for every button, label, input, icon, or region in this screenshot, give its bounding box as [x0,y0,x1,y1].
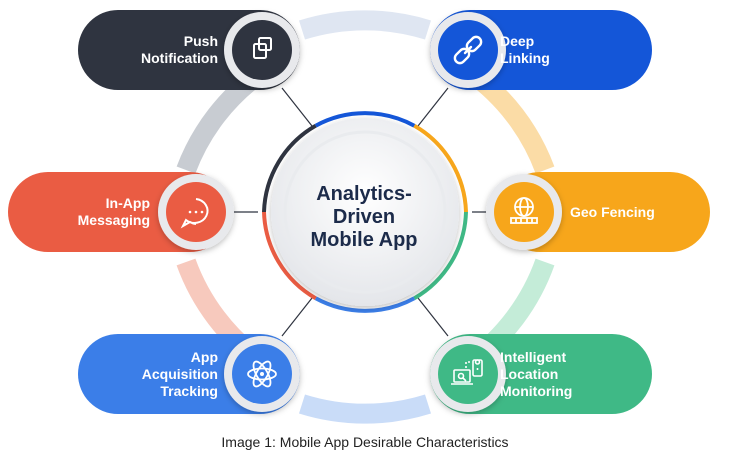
push-notification-icon [253,37,272,59]
inapp-label-line-2: Messaging [77,212,150,228]
diagram-graphic [8,10,710,424]
center-inner-ring [283,130,447,294]
push-label-line-2: Notification [141,50,218,66]
connector-loc [417,297,449,337]
center-title-line-2: Driven [332,205,396,228]
geo-label-line-1: Geo Fencing [570,203,655,220]
connector-push [281,87,313,127]
atom-icon [247,360,277,388]
deep-label-line-2: Linking [500,50,550,66]
push-label-line-1: Push [183,33,218,49]
inapp-label-line-1: In-App [105,195,150,211]
loc-label-line-3: Monitoring [500,382,573,399]
deep-label-line-1: Deep [500,33,535,49]
center-title-line-3: Mobile App [310,228,418,251]
acq-label-line-2: Acquisition [141,365,218,382]
inner-arc-blue-bottom [314,296,416,313]
in-app-messaging-label: In-App Messaging [30,182,150,242]
geo-fence-icon [510,197,538,224]
node-geo-fencing [486,172,710,252]
center-title: Analytics- Driven Mobile App [289,172,439,262]
loc-label-line-1: Intelligent [500,348,567,365]
ring-segment-top [299,10,431,40]
push-notification-label: Push Notification [100,20,218,80]
intelligent-location-monitoring-label: Intelligent Location Monitoring [500,339,640,409]
node-deep-linking [430,10,652,90]
center-circle [271,118,459,306]
deep-linking-label: Deep Linking [500,20,630,80]
inner-arc-orange [413,123,468,213]
inner-ring [262,111,468,313]
ring-segment-bottom [299,394,431,424]
link-icon [453,35,483,65]
acq-label-line-1: App [190,348,218,365]
inner-arc-green [413,211,468,301]
inner-arc-dark [262,123,317,213]
center-title-line-1: Analytics- [316,182,412,205]
inner-arc-red [262,211,317,301]
connector-acq [281,297,313,337]
geo-fencing-label: Geo Fencing [570,182,695,242]
acq-label-line-3: Tracking [160,382,218,399]
node-app-acquisition-tracking [78,334,300,414]
node-push-notification [78,10,300,90]
location-devices-icon [451,359,483,385]
node-in-app-messaging [8,172,234,252]
figure-caption: Image 1: Mobile App Desirable Characteri… [221,434,509,450]
loc-label-line-2: Location [500,365,559,382]
node-intelligent-location-monitoring [430,334,652,414]
badge-geo [494,182,554,242]
inner-arc-blue-top [314,111,416,128]
connector-deep [417,87,449,127]
app-acquisition-tracking-label: App Acquisition Tracking [100,339,218,409]
badge-loc [438,344,498,404]
chat-bubble-icon [180,198,209,229]
